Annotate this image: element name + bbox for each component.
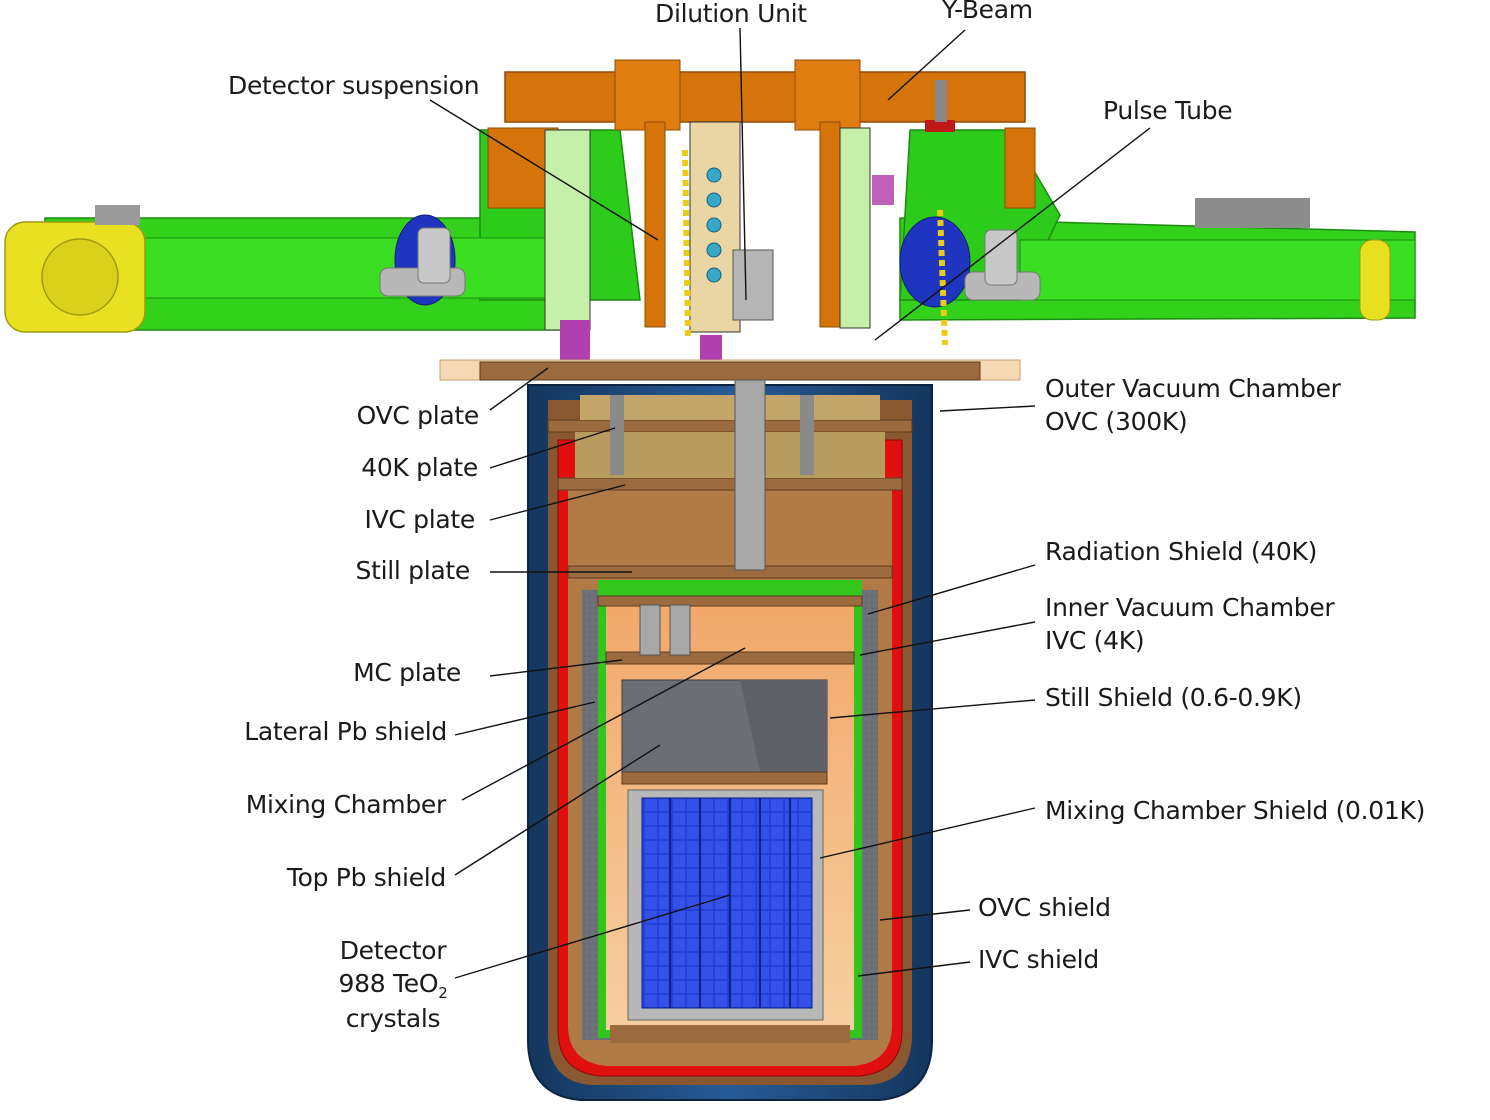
still-shield-label: Still Shield (0.6-0.9K) xyxy=(1045,683,1302,712)
mc-plate-label: MC plate xyxy=(353,658,461,687)
detector-label-line1: Detector xyxy=(339,936,447,965)
detector-label-line2: 988 TeO2 xyxy=(318,968,468,1004)
outer-vacuum-chamber-label: Outer Vacuum Chamber OVC (300K) xyxy=(1045,373,1341,438)
ovc-plate-label: OVC plate xyxy=(356,401,480,430)
top-pb-shield-label: Top Pb shield xyxy=(286,863,446,892)
still-plate-label: Still plate xyxy=(355,556,471,585)
lateral-pb-shield-label: Lateral Pb shield xyxy=(244,717,447,746)
mixing-chamber-label: Mixing Chamber xyxy=(245,790,447,819)
40k-plate-label: 40K plate xyxy=(361,453,478,482)
inner-vc-line1: Inner Vacuum Chamber xyxy=(1045,593,1335,622)
detector-label-sub: 2 xyxy=(438,983,448,1002)
top-pb-shield xyxy=(621,679,828,785)
ovc-top-plate xyxy=(439,359,1021,381)
inner-vc-line2: IVC (4K) xyxy=(1045,625,1145,655)
plate-hardware xyxy=(575,379,885,656)
ivc-shield-label: IVC shield xyxy=(978,945,1099,974)
outer-vc-line2: OVC (300K) xyxy=(1045,406,1188,436)
inner-vacuum-chamber-label: Inner Vacuum Chamber IVC (4K) xyxy=(1045,592,1335,657)
pulse-tube-label: Pulse Tube xyxy=(1103,96,1233,125)
ivc-plate-label: IVC plate xyxy=(364,505,476,534)
y-beam-label: Y-Beam xyxy=(942,0,1033,24)
outer-vc-line1: Outer Vacuum Chamber xyxy=(1045,374,1341,403)
dilution-unit-columns xyxy=(544,80,955,360)
detector-label: Detector 988 TeO2 crystals xyxy=(318,935,468,1036)
detector-suspension-label: Detector suspension xyxy=(228,71,480,100)
ovc-shield-label: OVC shield xyxy=(978,893,1111,922)
detector-label-line3: crystals xyxy=(345,1004,441,1033)
radiation-shield-label: Radiation Shield (40K) xyxy=(1045,537,1318,566)
detector-label-teo: 988 TeO xyxy=(338,968,439,998)
dilution-unit-label: Dilution Unit xyxy=(655,0,807,28)
leader-lines xyxy=(429,27,1151,979)
mc-shield-label: Mixing Chamber Shield (0.01K) xyxy=(1045,796,1426,825)
detector-array xyxy=(610,789,850,1043)
